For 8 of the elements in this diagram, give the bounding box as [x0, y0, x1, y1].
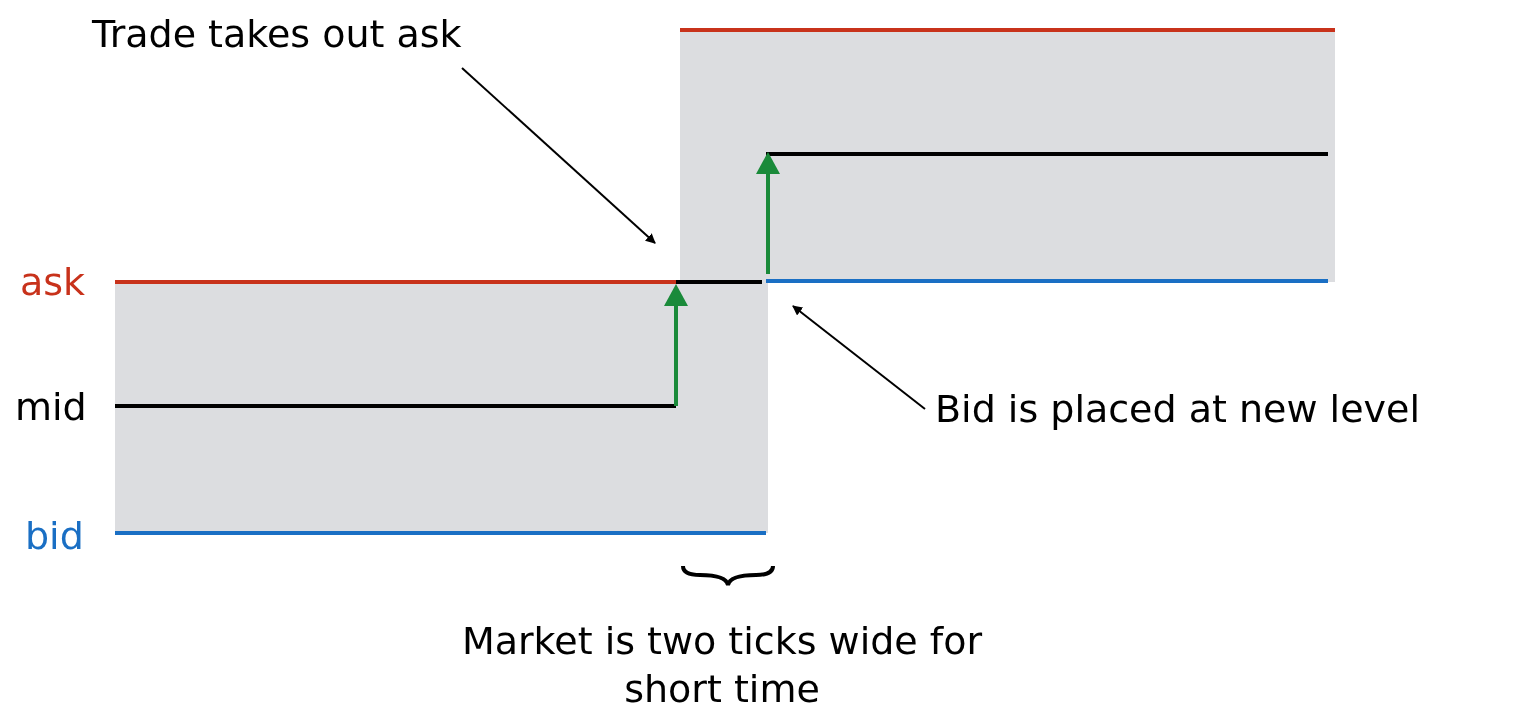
price-level-label: mid: [15, 384, 87, 431]
price-level-label: bid: [25, 513, 84, 560]
callout-text: Bid is placed at new level: [935, 385, 1420, 433]
price-level-label: ask: [20, 259, 86, 306]
leader-line: [792, 305, 926, 410]
annotation-text: Market is two ticks wide for short time: [460, 618, 984, 713]
callout-text: Trade takes out ask: [92, 10, 462, 58]
leader-line: [461, 67, 656, 244]
